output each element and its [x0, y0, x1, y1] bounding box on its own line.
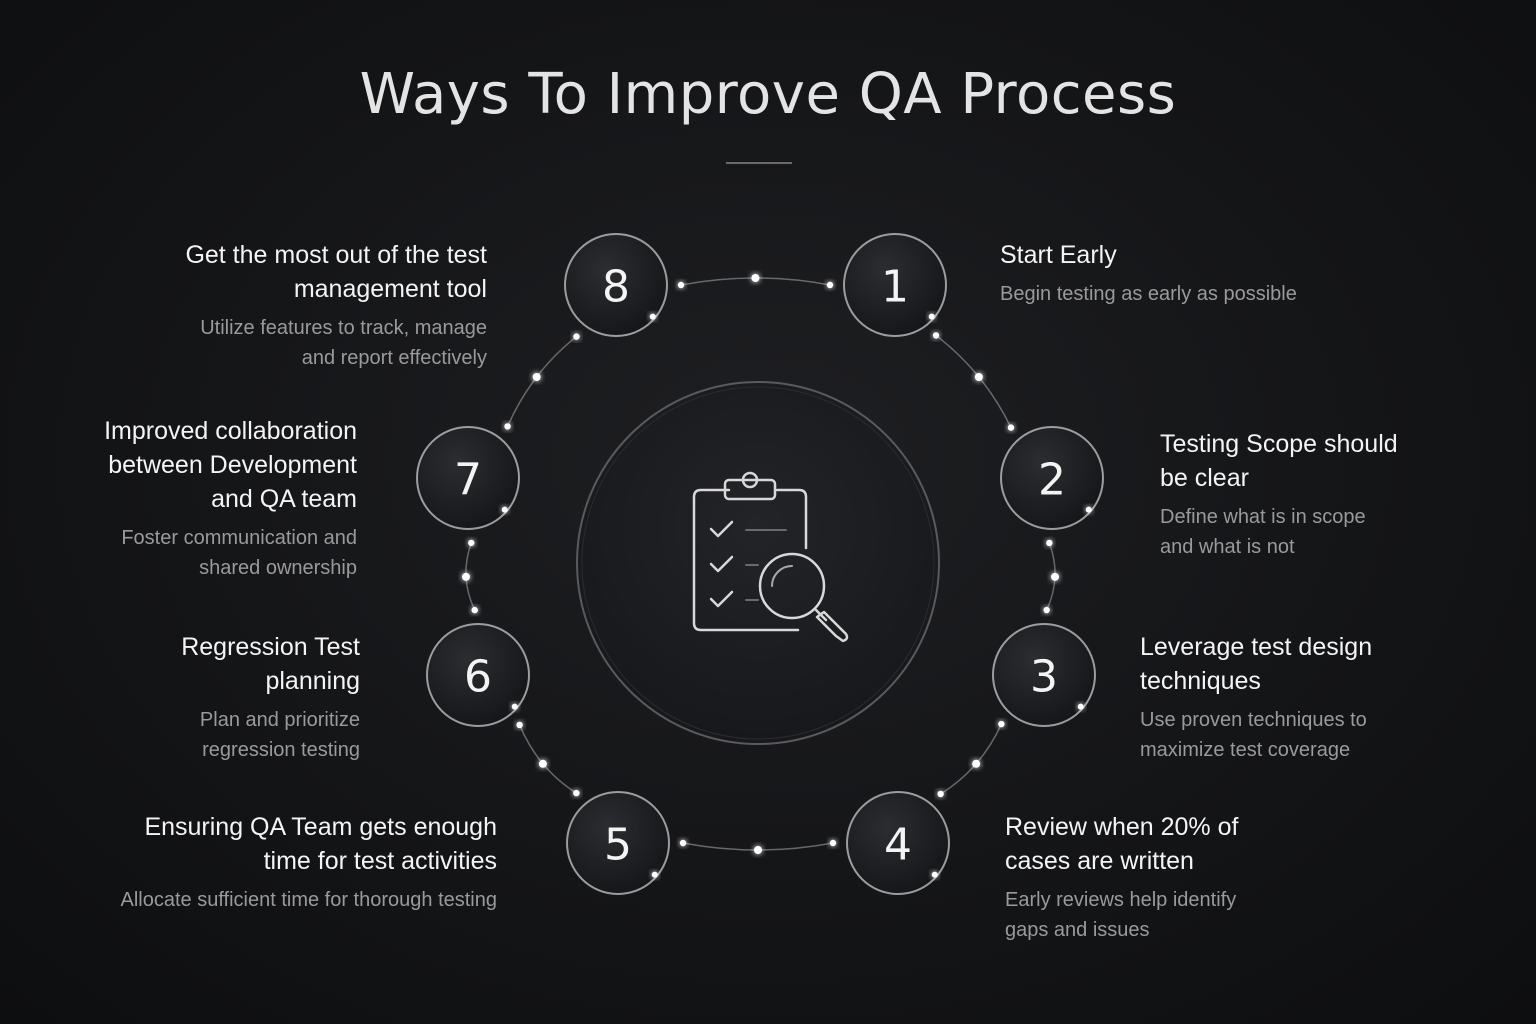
step-7-node: 7 — [416, 426, 520, 530]
step-2-node: 2 — [1000, 426, 1104, 530]
step-7-description: Foster communication and shared ownershi… — [121, 527, 357, 579]
step-1-title: Start Early — [1000, 241, 1117, 269]
step-5-description: Allocate sufficient time for thorough te… — [120, 889, 497, 911]
step-4-number: 4 — [884, 820, 912, 871]
connector-dot — [504, 423, 511, 430]
connector-dot — [751, 274, 760, 283]
step-3-number: 3 — [1030, 652, 1058, 703]
page-title: Ways To Improve QA Process — [359, 62, 1177, 127]
step-8-number: 8 — [602, 262, 630, 313]
step-3-title: Leverage test design techniques — [1140, 633, 1373, 695]
connector-dot — [468, 539, 475, 547]
connector-dot — [754, 846, 762, 854]
step-7-number: 7 — [454, 455, 482, 506]
step-1-description: Begin testing as early as possible — [1000, 283, 1297, 305]
step-6-description: Plan and prioritize regression testing — [199, 709, 360, 761]
step-2-title: Testing Scope should be clear — [1160, 430, 1398, 492]
title-divider — [726, 162, 792, 164]
step-8-description: Utilize features to track, manage and re… — [200, 317, 487, 369]
connector-dot — [932, 332, 940, 339]
connector-dot — [573, 789, 580, 797]
node-glint — [931, 871, 938, 878]
connector-dot — [471, 606, 478, 614]
connector-dot — [532, 372, 541, 381]
step-nodes: 1 2 3 4 5 6 7 8 — [416, 233, 1104, 895]
step-5-text: Ensuring QA Team gets enough time for te… — [97, 810, 497, 915]
node-glint — [649, 313, 656, 320]
step-1-node: 1 — [843, 233, 947, 337]
step-6-title: Regression Test planning — [181, 633, 360, 695]
step-2-description: Define what is in scope and what is not — [1160, 506, 1366, 558]
connector-dot — [1050, 572, 1059, 581]
connector-dot — [538, 759, 547, 768]
center-hub — [576, 381, 940, 745]
connector-dot — [677, 281, 685, 289]
clipboard-checklist-magnifier-icon — [692, 471, 849, 643]
step-6-number: 6 — [464, 652, 492, 703]
connector-dot — [998, 720, 1005, 728]
step-1-number: 1 — [881, 262, 909, 313]
connector-dot — [1046, 539, 1053, 547]
step-8-title: Get the most out of the test management … — [185, 241, 487, 303]
step-4-title: Review when 20% of cases are written — [1005, 813, 1239, 875]
step-8-node: 8 — [564, 233, 668, 337]
node-glint — [651, 871, 658, 878]
connector-5-6 — [518, 724, 577, 794]
step-4-node: 4 — [846, 791, 950, 895]
step-7-title: Improved collaboration between Developme… — [104, 417, 357, 513]
step-4-description: Early reviews help identify gaps and iss… — [1005, 889, 1237, 941]
node-glint — [1077, 703, 1084, 710]
step-5-node: 5 — [566, 791, 670, 895]
connector-dot — [826, 281, 834, 289]
step-3-node: 3 — [992, 623, 1096, 727]
connector-1-2 — [935, 334, 1012, 428]
connector-dot — [937, 790, 944, 798]
connector-dot — [1007, 424, 1015, 431]
node-glint — [501, 506, 508, 513]
step-2-number: 2 — [1038, 455, 1066, 506]
node-glint — [511, 703, 518, 710]
step-5-title: Ensuring QA Team gets enough time for te… — [144, 813, 497, 875]
step-8-text: Get the most out of the test management … — [177, 238, 487, 373]
connector-dot — [1043, 606, 1050, 614]
cycle-connectors — [462, 274, 1059, 854]
connector-7-8 — [506, 335, 577, 427]
connector-dot — [516, 721, 523, 729]
step-3-description: Use proven techniques to maximize test c… — [1140, 709, 1367, 761]
connector-dot — [974, 372, 983, 381]
node-glint — [1085, 506, 1092, 513]
step-7-text: Improved collaboration between Developme… — [67, 414, 357, 583]
connector-dot — [972, 759, 981, 768]
step-5-number: 5 — [604, 820, 632, 871]
connector-dot — [679, 839, 687, 847]
step-6-node: 6 — [426, 623, 530, 727]
node-glint — [928, 313, 935, 320]
connector-dot — [829, 839, 837, 847]
connector-dot — [573, 333, 580, 340]
connector-dot — [462, 572, 471, 581]
connector-3-4 — [940, 723, 1003, 795]
